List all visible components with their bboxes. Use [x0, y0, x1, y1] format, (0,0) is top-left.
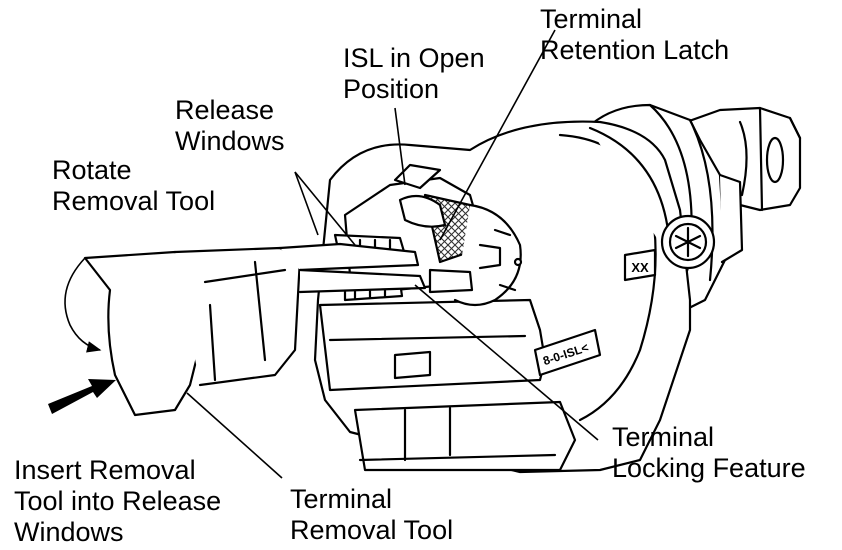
label-line: Rotate [52, 155, 132, 185]
round-emblem [660, 214, 716, 270]
label-line: ISL in Open [343, 43, 485, 73]
label-terminal-locking-feature: Terminal Locking Feature [612, 422, 806, 484]
label-line: Retention Latch [540, 35, 730, 65]
label-line: Terminal [290, 484, 393, 514]
label-line: Terminal [540, 4, 643, 34]
release-window-leader-1 [294, 171, 319, 236]
leader-lines [64, 29, 599, 479]
insert-arrow [48, 379, 116, 414]
label-isl-open-position: ISL in Open Position [343, 43, 485, 105]
marking-boss [623, 248, 657, 282]
housing-front-face [318, 298, 577, 472]
label-line: Insert Removal [14, 455, 196, 485]
label-line: Position [343, 74, 440, 104]
label-insert-removal-tool: Insert Removal Tool into Release Windows [14, 455, 221, 548]
label-line: Locking Feature [612, 453, 806, 483]
side-marking-plate [533, 328, 602, 377]
isl-leader [394, 107, 406, 186]
label-line: Removal Tool [290, 515, 454, 545]
removal-tool-leader [186, 392, 283, 479]
release-window-leader-2 [294, 171, 356, 246]
removal-tool [83, 242, 427, 417]
label-line: Tool into Release [14, 486, 222, 516]
label-release-windows: Release Windows [175, 95, 285, 157]
locking-feature-leader [414, 284, 599, 441]
label-line: Windows [14, 517, 124, 547]
label-line: Terminal [612, 422, 715, 452]
label-line: Windows [175, 126, 285, 156]
label-line: Release [175, 95, 275, 125]
retention-latch-leader [439, 29, 556, 241]
label-terminal-retention-latch: Terminal Retention Latch [540, 4, 729, 66]
rotate-arrow [64, 257, 102, 353]
label-rotate-removal-tool: Rotate Removal Tool [52, 155, 215, 217]
box-code: XX [631, 260, 649, 275]
label-line: Removal Tool [52, 186, 216, 216]
label-terminal-removal-tool: Terminal Removal Tool [290, 484, 453, 546]
